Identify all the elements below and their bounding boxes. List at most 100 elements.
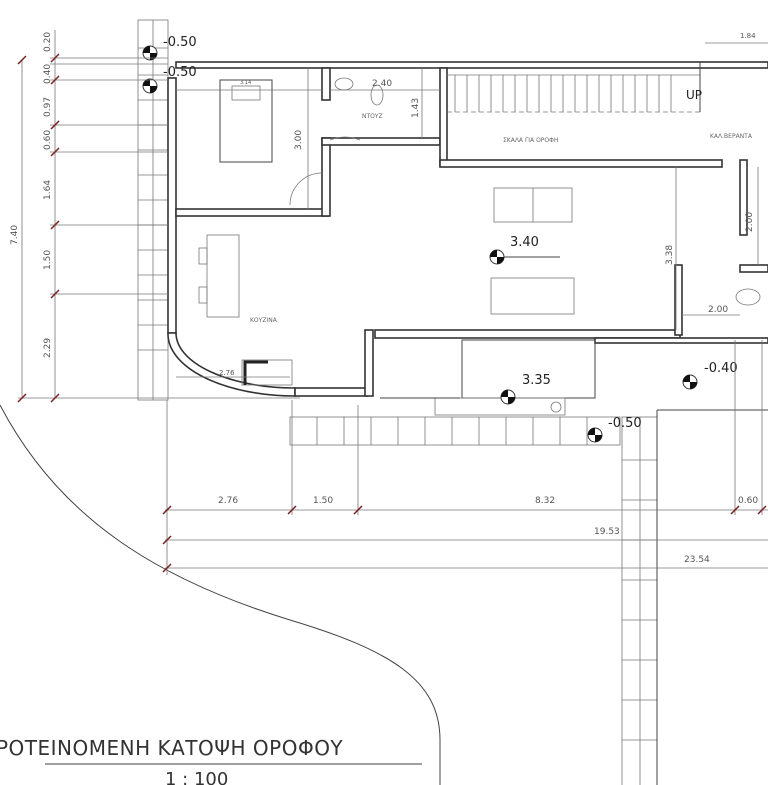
bed [219, 79, 273, 163]
dimension-label: 0.60 [43, 130, 53, 150]
plan-line [243, 360, 268, 385]
drawing-title-block: ΡΟΤΕΙΝΟΜΕΝΗ ΚΑΤΟΨΗ ΟΡΟΦΟΥ 1 : 100 [0, 736, 422, 785]
plan-line [143, 46, 157, 60]
level-path: -0.50 [608, 416, 642, 431]
plan-line [321, 137, 331, 217]
drawing-scale: 1 : 100 [165, 769, 228, 785]
plan-line [198, 247, 208, 265]
level-top-2: -0.50 [163, 65, 197, 80]
dimension-label: 0.40 [43, 64, 53, 84]
dimension-label: 1.50 [43, 250, 53, 270]
dimension-label: 2.00 [745, 212, 755, 232]
level-living: 3.40 [510, 235, 539, 250]
level-marker-icon [587, 427, 603, 443]
dimension-label: 2.76 [219, 369, 235, 377]
dimension-label: 7.40 [10, 225, 20, 245]
dimension-label: 1.64 [43, 180, 53, 200]
plan-line [374, 329, 681, 339]
dimension-label: 3.00 [294, 130, 304, 150]
plan-line [329, 136, 361, 141]
plan-line [674, 264, 683, 336]
dimension-label: 0.60 [738, 496, 758, 506]
level-top-1: -0.50 [163, 35, 197, 50]
level-marker-icon [500, 389, 516, 405]
left-dimensions: 0.20 0.40 0.97 0.60 1.64 1.50 2.29 7.40 [10, 30, 300, 403]
site-boundary-curve [0, 404, 441, 785]
room-label-kitchen: ΚΟΥΖΙΝΑ [250, 317, 278, 324]
plan-line [321, 67, 331, 101]
plan-line [287, 505, 297, 515]
dimension-label: 23.54 [684, 555, 710, 565]
plan-line [50, 120, 60, 130]
plan-line [594, 337, 768, 344]
room-label-stairs: ΣΚΑΛΑ ΓΙΑ ΟΡΟΦΗ [503, 137, 558, 144]
plan-line [17, 55, 27, 65]
stair-up-label: UP [686, 88, 702, 102]
level-terrace: 3.35 [522, 373, 551, 388]
dimension-label: 3.38 [665, 245, 675, 265]
plan-line [143, 79, 157, 93]
plan-line [162, 535, 172, 545]
plan-line [294, 387, 368, 397]
plan-line [735, 288, 761, 306]
dimension-label: 0.97 [43, 97, 53, 117]
room-label-veranda: ΚΑΛ.ΒΕΡΑΝΤΑ [710, 133, 753, 140]
plan-line [175, 61, 768, 69]
plan-line [50, 220, 60, 230]
interior-dimensions: 2.40 3.14 1.43 3.00 3.38 2.00 2.00 1.84 … [176, 32, 768, 378]
dimension-label: 1.43 [411, 98, 421, 118]
plan-line [550, 401, 562, 413]
plan-line [50, 393, 60, 403]
plan-line [17, 393, 27, 403]
plan-line [289, 172, 323, 206]
plan-line [370, 84, 384, 106]
terrace [461, 339, 596, 399]
plan-line [289, 416, 621, 446]
dining-table [490, 277, 575, 315]
dimension-label: 19.53 [594, 527, 620, 537]
plan-line [162, 563, 172, 573]
plan-line [621, 416, 658, 785]
dimension-label: 2.00 [708, 305, 728, 315]
plan-line [490, 250, 504, 264]
plan-line [730, 505, 740, 515]
level-right: -0.40 [704, 361, 738, 376]
plan-line [439, 67, 448, 167]
plan-line [231, 85, 261, 101]
level-marker-icon [682, 374, 698, 390]
level-marker-icon [489, 249, 505, 265]
plan-line [334, 77, 354, 91]
plan-line [434, 397, 566, 416]
dimension-label: 2.40 [372, 79, 392, 89]
plan-line [241, 359, 293, 386]
plan-line [439, 159, 723, 168]
bottom-dimensions: 2.76 1.50 8.32 0.60 19.53 23.54 [162, 340, 768, 575]
plan-line [353, 505, 363, 515]
room-label-shower: ΝΤΟΥΖ [362, 113, 383, 120]
plan-line [162, 505, 172, 515]
paving-right [621, 409, 768, 785]
drawing-title: ΡΟΤΕΙΝΟΜΕΝΗ ΚΑΤΟΨΗ ΟΡΟΦΟΥ [0, 736, 343, 760]
plan-line [683, 375, 697, 389]
plan-line [588, 428, 602, 442]
paving-bottom [289, 416, 621, 446]
dimension-label: 2.29 [43, 338, 53, 358]
plan-line [321, 137, 441, 146]
plan-line [167, 77, 177, 334]
plan-line [739, 264, 768, 273]
staircase: UP [447, 62, 702, 113]
plan-line [757, 505, 767, 515]
level-markers: -0.50 -0.50 3.40 3.35 -0.40 -0.50 [142, 35, 738, 443]
plan-line [50, 53, 60, 63]
dimension-label: 8.32 [535, 496, 555, 506]
dimension-label: 1.84 [740, 32, 756, 40]
plan-line [167, 332, 296, 397]
plan-line [50, 75, 60, 85]
dimension-label: 0.20 [43, 32, 53, 52]
level-marker-icon [142, 45, 158, 61]
plan-line [198, 286, 208, 304]
plan-line [50, 289, 60, 299]
plan-line [501, 390, 515, 404]
plan-line [50, 147, 60, 157]
